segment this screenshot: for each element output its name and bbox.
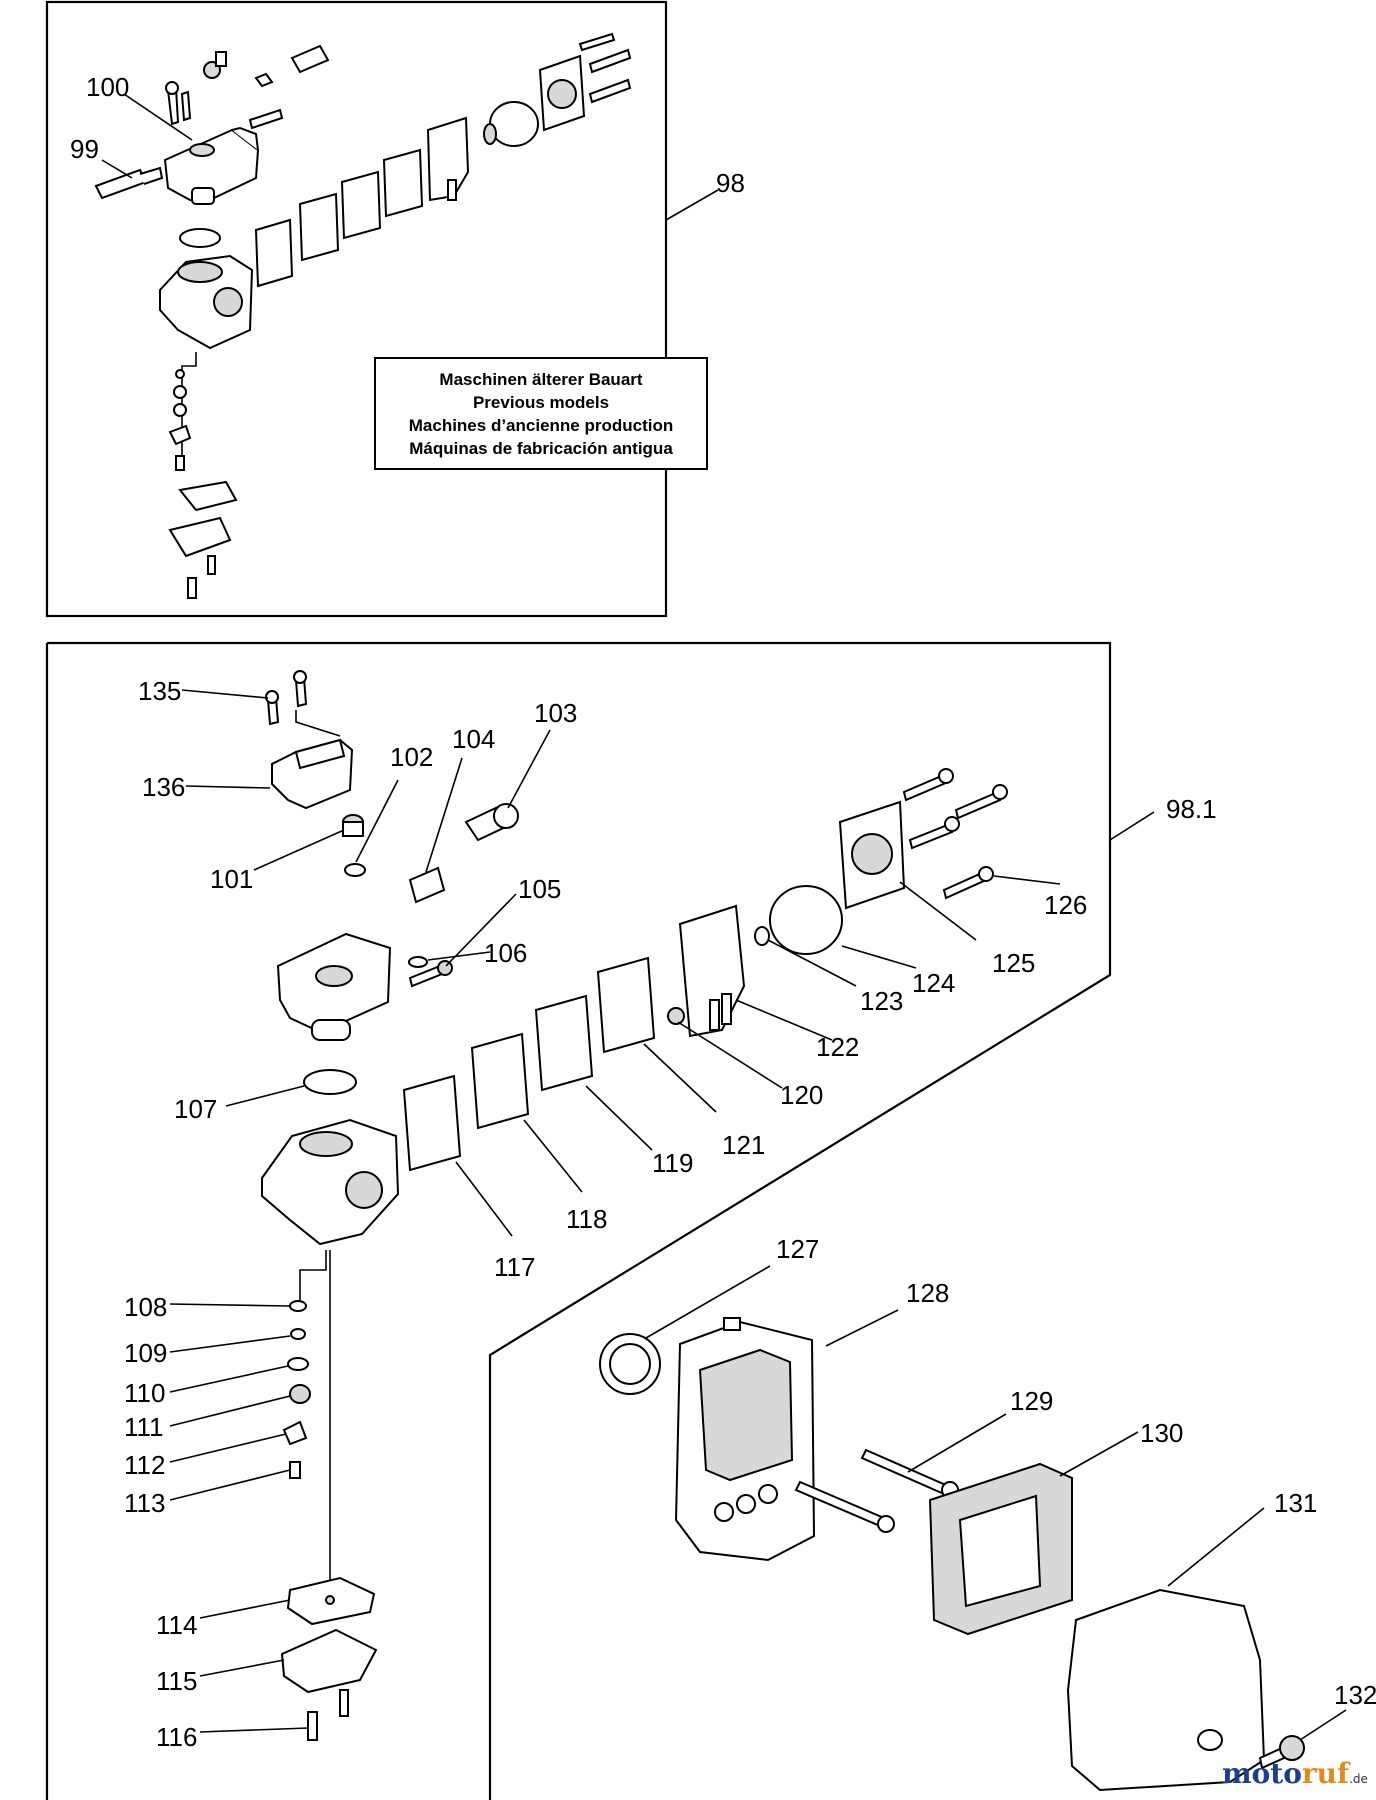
note-line-de: Maschinen älterer Bauart (439, 369, 643, 389)
label-107: 107 (174, 1094, 217, 1124)
label-115: 115 (156, 1666, 197, 1696)
label-104: 104 (452, 724, 495, 754)
previous-models-note: Maschinen älterer Bauart Previous models… (374, 357, 708, 470)
label-105: 105 (518, 874, 561, 904)
label-99: 99 (70, 134, 99, 164)
label-135: 135 (138, 676, 181, 706)
label-128: 128 (906, 1278, 949, 1308)
label-114: 114 (156, 1610, 197, 1640)
label-111: 111 (124, 1412, 164, 1442)
note-line-en: Previous models (472, 392, 610, 412)
note-line-fr: Machines d’ancienne production (408, 415, 674, 435)
label-112: 112 (124, 1450, 165, 1480)
label-116: 116 (156, 1722, 197, 1752)
label-113: 113 (124, 1488, 165, 1518)
label-118: 118 (566, 1204, 607, 1234)
label-131: 131 (1274, 1488, 1317, 1518)
watermark-main-a: moto (1222, 1757, 1302, 1790)
current-models-leaders (169, 689, 1347, 1741)
label-110: 110 (124, 1378, 165, 1408)
label-109: 109 (124, 1338, 167, 1368)
note-line-es: Máquinas de fabricación antigua (409, 438, 673, 458)
label-117: 117 (494, 1252, 535, 1282)
label-132: 132 (1334, 1680, 1376, 1710)
label-121: 121 (722, 1130, 765, 1160)
watermark-logo: motoruf.de (1222, 1757, 1368, 1790)
label-129: 129 (1010, 1386, 1053, 1416)
label-101: 101 (210, 864, 253, 894)
watermark-main-b: ruf (1301, 1757, 1350, 1790)
current-carburetor-drawing (261, 670, 1305, 1792)
part-labels: 100 99 98 135 136 102 104 103 101 105 10… (70, 72, 1376, 1752)
label-103: 103 (534, 698, 577, 728)
current-models-frame (45, 641, 1112, 1800)
label-106: 106 (484, 938, 527, 968)
label-126: 126 (1044, 890, 1087, 920)
label-130: 130 (1140, 1418, 1183, 1448)
label-136: 136 (142, 772, 185, 802)
label-127: 127 (776, 1234, 819, 1264)
label-98: 98 (716, 168, 745, 198)
label-124: 124 (912, 968, 955, 998)
previous-models-leaders (101, 93, 719, 221)
previous-models-frame (45, 0, 668, 618)
label-98-1: 98.1 (1166, 794, 1217, 824)
label-119: 119 (652, 1148, 693, 1178)
label-100: 100 (86, 72, 129, 102)
label-125: 125 (992, 948, 1035, 978)
watermark-suffix: .de (1349, 1772, 1368, 1786)
label-102: 102 (390, 742, 433, 772)
label-122: 122 (816, 1032, 859, 1062)
previous-models-carburetor-drawing (94, 32, 632, 599)
label-108: 108 (124, 1292, 167, 1322)
label-123: 123 (860, 986, 903, 1016)
label-120: 120 (780, 1080, 823, 1110)
